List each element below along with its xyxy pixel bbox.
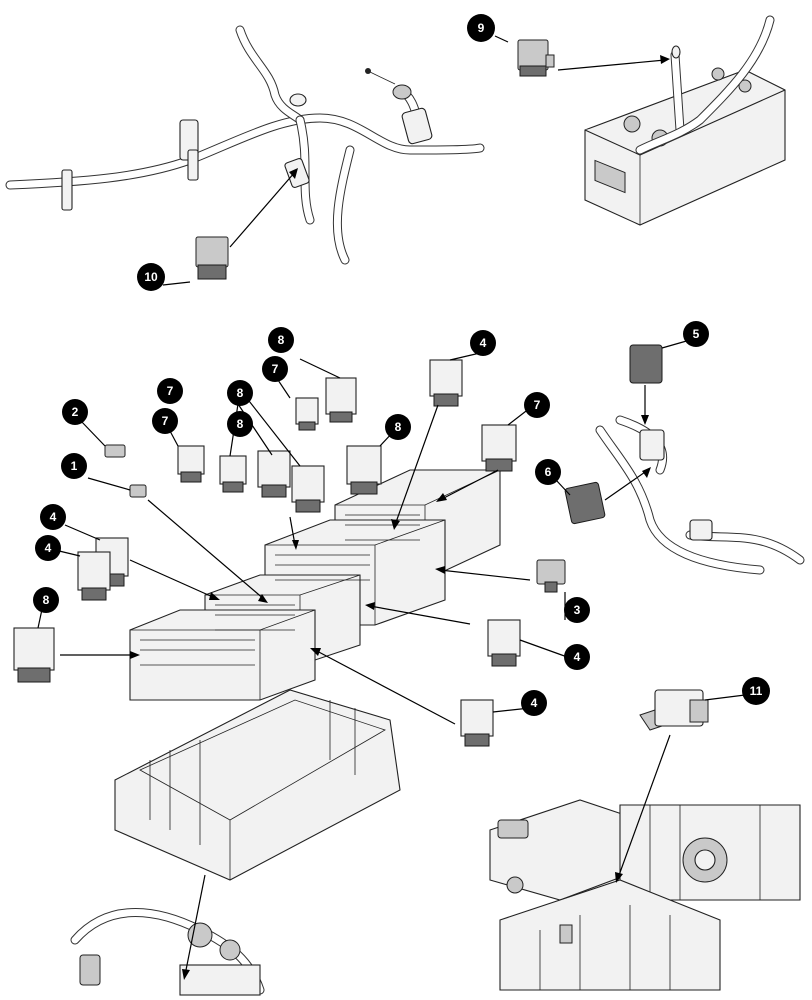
callout-7: 7 [262,356,288,382]
relay-7-top [295,397,319,431]
top-harness [5,25,485,265]
callout-4: 4 [35,535,61,561]
callout-9: 9 [467,14,495,42]
callout-1: 1 [61,453,87,479]
fuse-2 [104,444,126,458]
fuse-1 [129,484,147,498]
relay-5 [629,344,663,384]
svg-text:6: 6 [545,465,552,479]
svg-text:7: 7 [167,384,174,398]
callout-4: 4 [521,690,547,716]
svg-text:8: 8 [278,333,285,347]
relay-8-large [13,627,55,683]
callout-8: 8 [227,411,253,437]
svg-text:1: 1 [71,459,78,473]
fuse-box-assembly [114,469,501,881]
callout-11: 11 [742,677,770,705]
right-harness [595,415,805,575]
callout-7: 7 [157,378,183,404]
relay-4-leftA [95,537,129,587]
svg-text:4: 4 [45,541,52,555]
relay-4-rightB [460,699,494,747]
callouts: 9 10 8 4 5 7 7 8 8 7 2 8 7 6 1 4 4 3 8 4… [33,14,770,716]
svg-text:8: 8 [237,417,244,431]
svg-text:4: 4 [50,510,57,524]
callout-3: 3 [564,597,590,623]
callout-4: 4 [470,330,496,356]
bottom-harness [70,908,265,996]
fuse-3 [536,559,566,593]
svg-text:7: 7 [534,398,541,412]
relay-4-rightA [487,619,521,667]
svg-text:8: 8 [43,593,50,607]
relay-4-leftB [77,551,111,601]
relay-8-mid [346,445,382,495]
callout-10: 10 [137,263,165,291]
callout-4: 4 [40,504,66,530]
relay-8-center [291,465,325,513]
svg-text:10: 10 [144,270,158,284]
callout-6: 6 [535,459,561,485]
svg-text:4: 4 [480,336,487,350]
relay-10 [195,236,229,280]
relay-8-left [257,450,291,498]
callout-8: 8 [227,380,253,406]
svg-text:7: 7 [162,414,169,428]
battery [584,15,786,226]
relay-6 [564,481,606,525]
relay-4-top [429,359,463,407]
svg-text:8: 8 [237,386,244,400]
callout-8: 8 [268,327,294,353]
relay-8-top [325,377,357,423]
callout-8: 8 [33,587,59,613]
callout-4: 4 [564,644,590,670]
relay-group [13,344,663,747]
svg-text:7: 7 [272,362,279,376]
callout-2: 2 [62,399,88,425]
relay-11 [639,689,709,731]
svg-text:2: 2 [72,405,79,419]
svg-text:5: 5 [693,327,700,341]
svg-text:8: 8 [395,420,402,434]
callout-8: 8 [385,414,411,440]
relay-7-right [481,424,517,472]
relay-9 [517,39,555,77]
leader-lines [37,35,746,980]
chassis-detail [489,799,801,991]
callout-5: 5 [683,321,709,347]
relay-7-center [219,455,247,493]
callout-7: 7 [152,408,178,434]
svg-text:4: 4 [574,650,581,664]
svg-text:9: 9 [478,21,485,35]
callout-7: 7 [524,392,550,418]
svg-text:3: 3 [574,603,581,617]
svg-text:4: 4 [531,696,538,710]
svg-text:11: 11 [750,684,763,698]
relay-7-left [177,445,205,483]
